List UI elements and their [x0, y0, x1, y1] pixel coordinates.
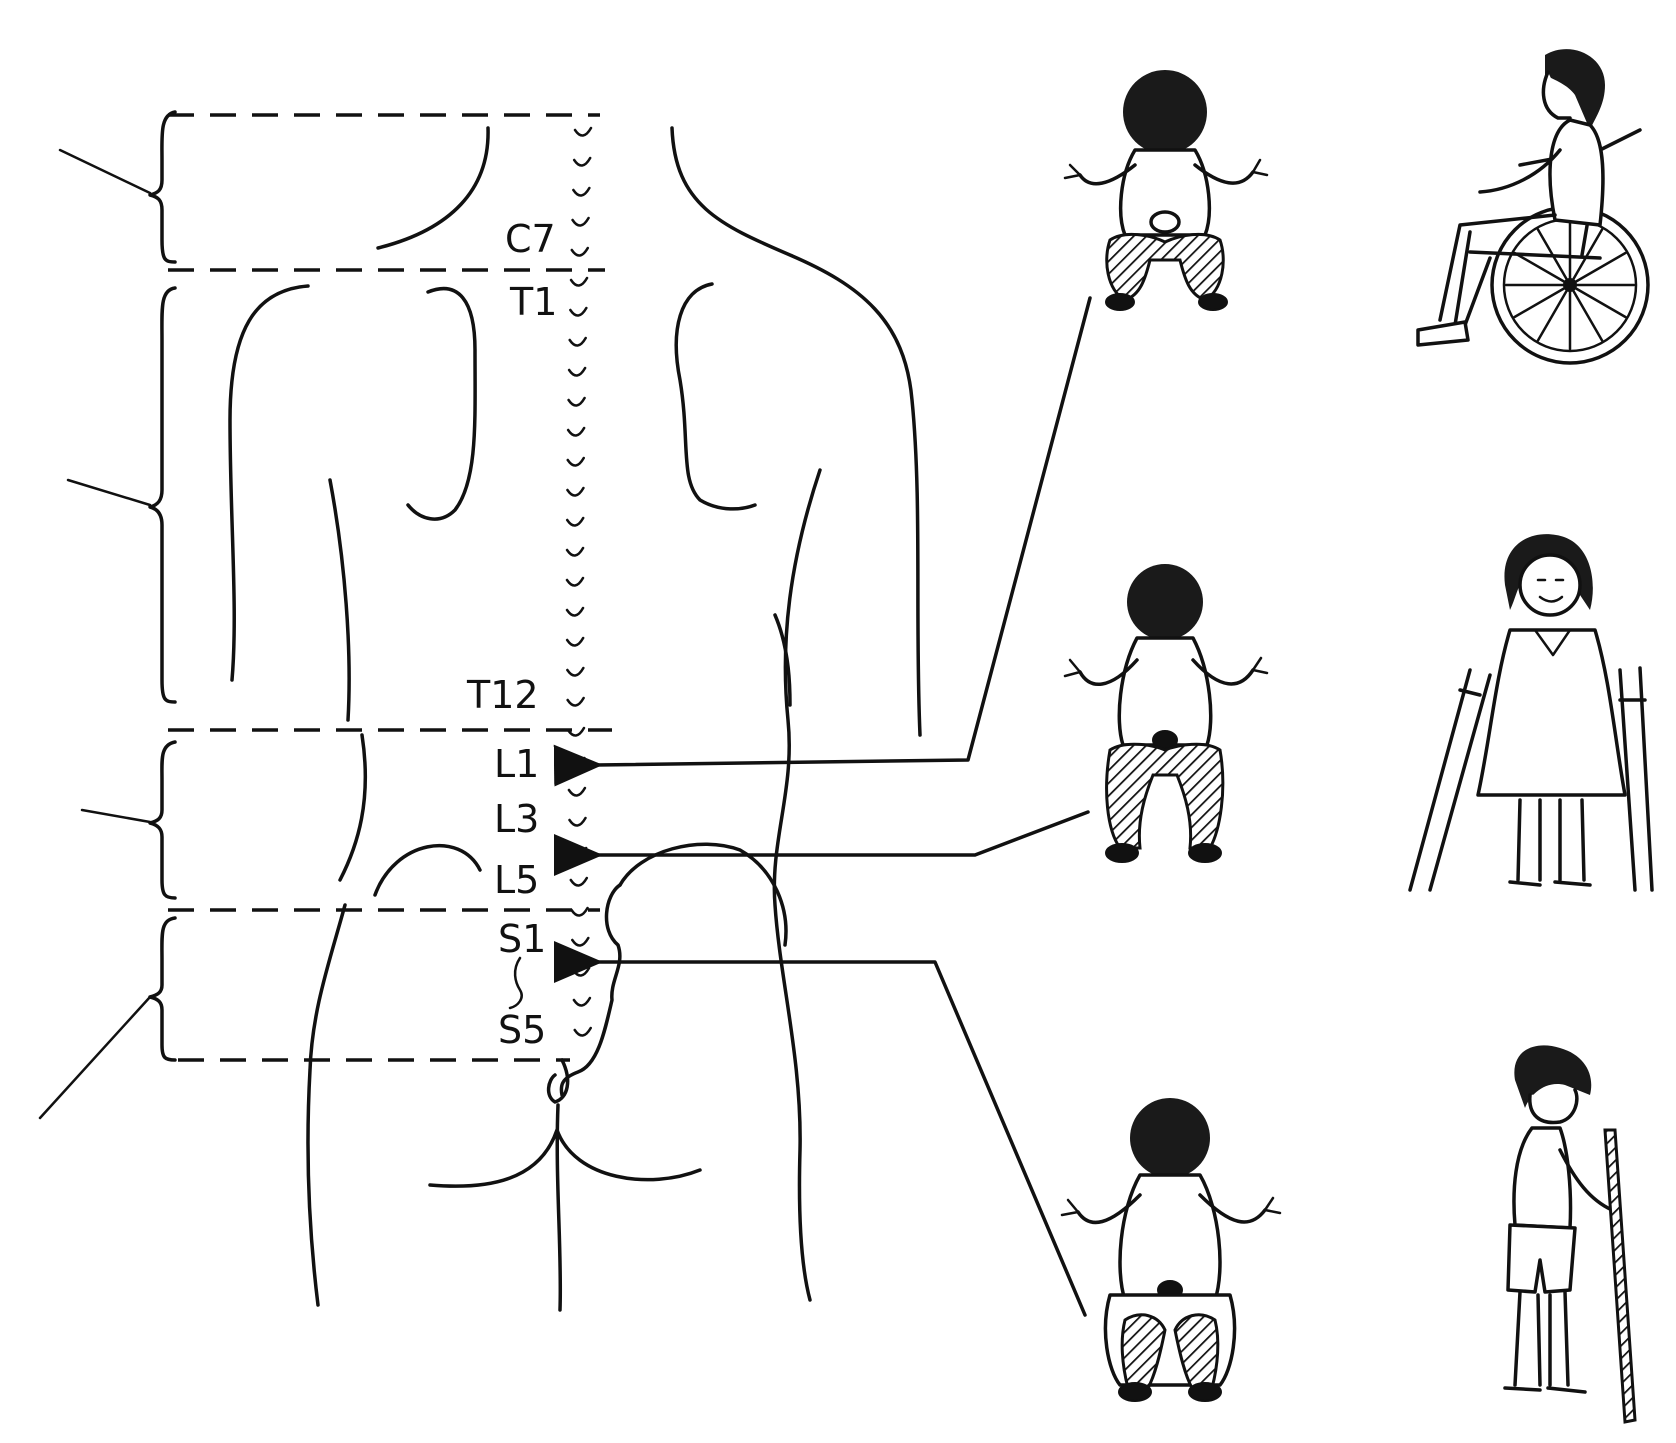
wheel-spoke	[1536, 283, 1572, 342]
vertebra-mark	[566, 726, 586, 737]
label-l1: L1	[494, 742, 539, 786]
label-c7: C7	[505, 217, 556, 261]
label-l5: L5	[494, 858, 539, 902]
vertebra-mark	[567, 756, 586, 767]
vertebra-mark	[573, 126, 593, 137]
walking-stick-icon	[1503, 1045, 1637, 1424]
vertebra-mark	[572, 186, 591, 197]
vertebra-mark	[565, 636, 585, 647]
vertebra-mark	[565, 516, 585, 527]
label-s5: S5	[498, 1008, 546, 1052]
wheelchair-icon	[1416, 49, 1650, 365]
vertebra-mark	[569, 876, 589, 887]
vertebra-mark	[567, 366, 587, 377]
vertebra-mark	[568, 816, 587, 827]
sacral-range-squiggle	[508, 956, 523, 1010]
vertebra-mark	[572, 996, 592, 1007]
vertebra-mark	[571, 216, 590, 227]
level-connectors	[553, 296, 1092, 1317]
label-s1: S1	[498, 917, 546, 961]
vertebra-mark	[566, 456, 585, 467]
vertebra-mark	[566, 666, 585, 677]
vertebra-mark	[565, 546, 585, 557]
back-outline	[228, 126, 922, 1312]
child-figure-sacral-lesion	[1060, 1098, 1282, 1402]
child-figure-lumbar-lesion	[1063, 564, 1269, 863]
vertebra-mark	[565, 576, 585, 587]
vertebra-mark	[570, 906, 589, 917]
crutches-icon	[1408, 534, 1654, 892]
vertebra-mark	[568, 846, 588, 857]
vertebra-mark	[569, 276, 589, 287]
vertebra-mark	[565, 606, 585, 617]
wheel-spoke	[1568, 251, 1627, 287]
wheel-spoke	[1513, 251, 1572, 287]
vertebra-mark	[572, 156, 592, 167]
wheel-spoke	[1513, 283, 1572, 319]
vertebra-mark	[570, 246, 590, 257]
wheel-spoke	[1568, 283, 1627, 319]
wheel-spoke	[1568, 283, 1604, 342]
label-t1: T1	[509, 280, 557, 324]
vertebra-mark	[571, 936, 590, 947]
segment-dividers	[168, 113, 612, 1062]
child-figure-high-lesion	[1063, 70, 1269, 311]
spine-vertebrae	[565, 126, 593, 1037]
vertebra-mark	[566, 486, 585, 497]
vertebra-labels: C7 T1 T12 L1 L3 L5 S1 S5	[466, 217, 557, 1052]
vertebra-mark	[573, 1026, 592, 1037]
vertebra-mark	[569, 306, 588, 317]
vertebra-mark	[566, 426, 586, 437]
label-l3: L3	[494, 797, 539, 841]
vertebra-mark	[567, 396, 586, 407]
vertebra-mark	[567, 786, 587, 797]
vertebra-mark	[566, 696, 585, 707]
vertebra-mark	[571, 966, 591, 977]
label-t12: T12	[466, 673, 539, 717]
vertebra-mark	[568, 336, 587, 347]
segment-braces	[38, 110, 177, 1120]
